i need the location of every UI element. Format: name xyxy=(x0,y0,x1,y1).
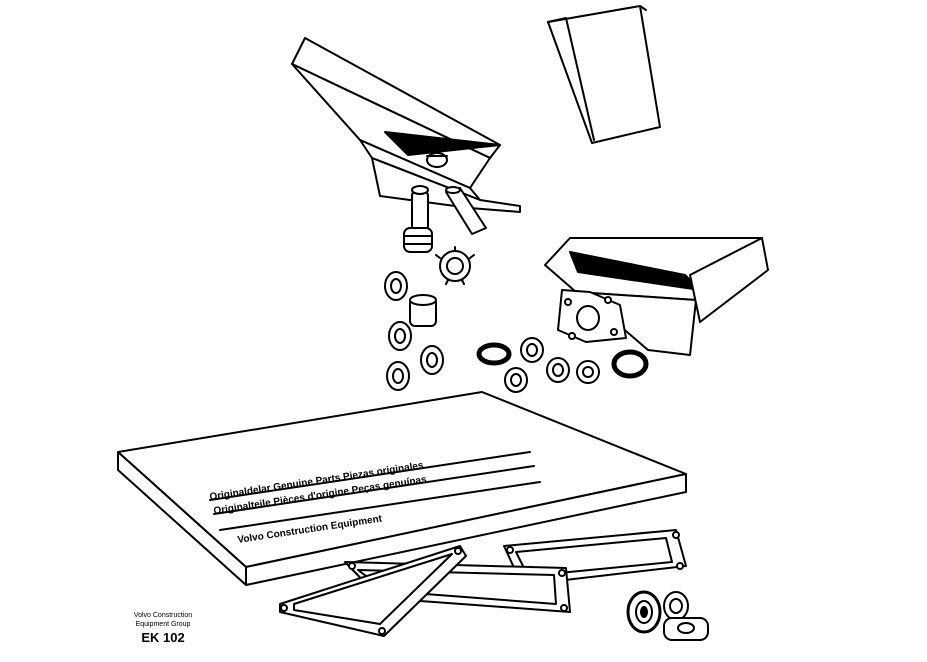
caption-code: EK 102 xyxy=(141,630,185,645)
caption-line-2: Equipment Group xyxy=(135,621,191,628)
closed-box xyxy=(547,5,661,144)
gaskets xyxy=(279,529,687,637)
bearings xyxy=(626,590,709,641)
caption-line-1: Volvo Construction xyxy=(133,612,193,619)
pin-part xyxy=(411,189,429,233)
small-parts-group xyxy=(403,185,487,327)
washers-left xyxy=(384,271,444,391)
parts-booklet: Originaldelar Genuine Parts Piezas origi… xyxy=(117,391,687,586)
open-box-upper-left xyxy=(291,37,521,213)
gear-small-part xyxy=(403,227,433,253)
open-box-right xyxy=(544,237,769,356)
washers-right xyxy=(476,337,649,393)
caption-block: Volvo Construction Equipment Group EK 10… xyxy=(108,611,218,645)
